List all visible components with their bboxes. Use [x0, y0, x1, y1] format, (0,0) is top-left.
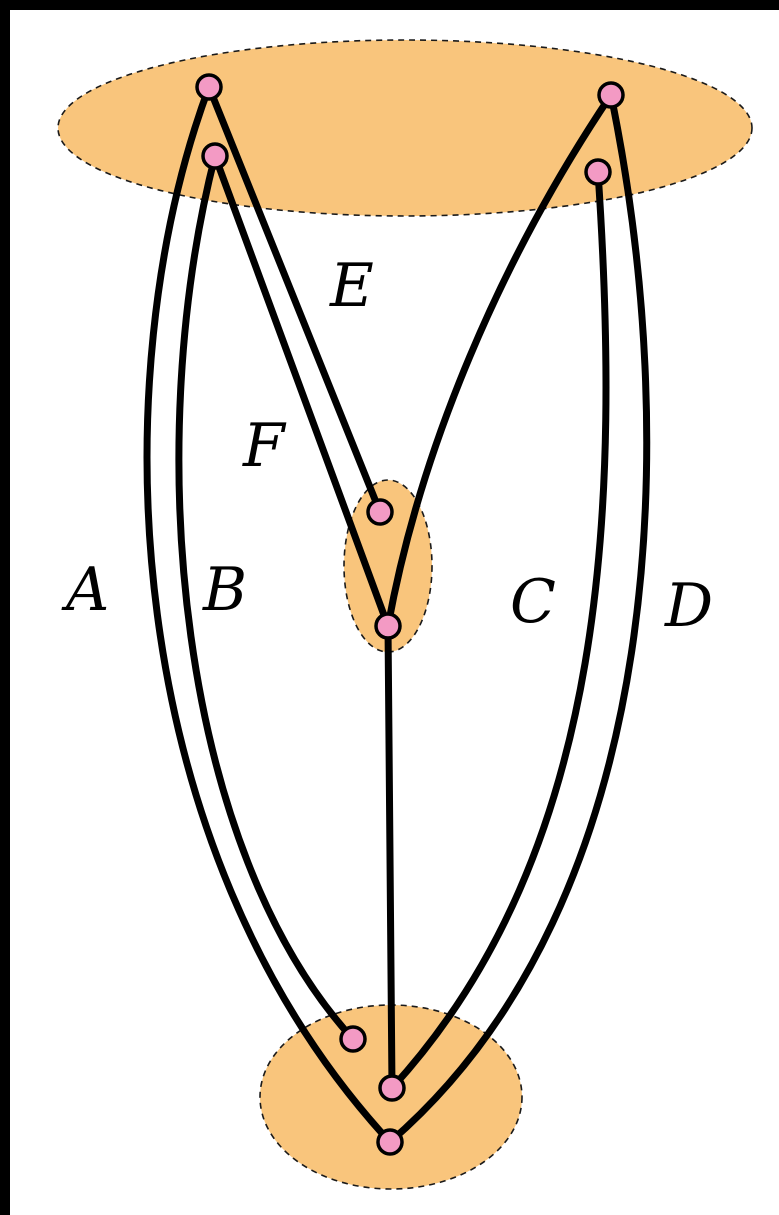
vertex-middle-upper: [366, 498, 394, 526]
vertex-bottom-left: [339, 1025, 367, 1053]
path-middle-to-top-right: [384, 91, 615, 630]
path-d: [386, 91, 651, 1146]
vertex-top-right-upper: [597, 81, 625, 109]
vertex-top-right-lower: [584, 158, 612, 186]
path-f: [211, 152, 392, 630]
diagram-canvas: A B C D E F: [10, 10, 779, 1215]
vertex-top-left-lower: [201, 142, 229, 170]
path-b: [175, 152, 357, 1043]
vertex-top-left-upper: [195, 73, 223, 101]
path-middle-to-bottom: [384, 622, 396, 1092]
path-diagram: A B C D E F: [57, 39, 753, 1190]
label-b: B: [202, 555, 247, 625]
label-e: E: [329, 251, 374, 321]
label-a: A: [61, 555, 109, 625]
top-region: [57, 39, 753, 217]
label-d: D: [664, 571, 713, 641]
label-f: F: [242, 411, 287, 481]
path-e: [205, 83, 384, 516]
path-c: [388, 168, 610, 1092]
path-a: [143, 83, 394, 1146]
vertex-middle-lower: [374, 612, 402, 640]
vertex-bottom-lowest: [376, 1128, 404, 1156]
vertex-bottom-middle: [378, 1074, 406, 1102]
label-c: C: [510, 567, 556, 637]
